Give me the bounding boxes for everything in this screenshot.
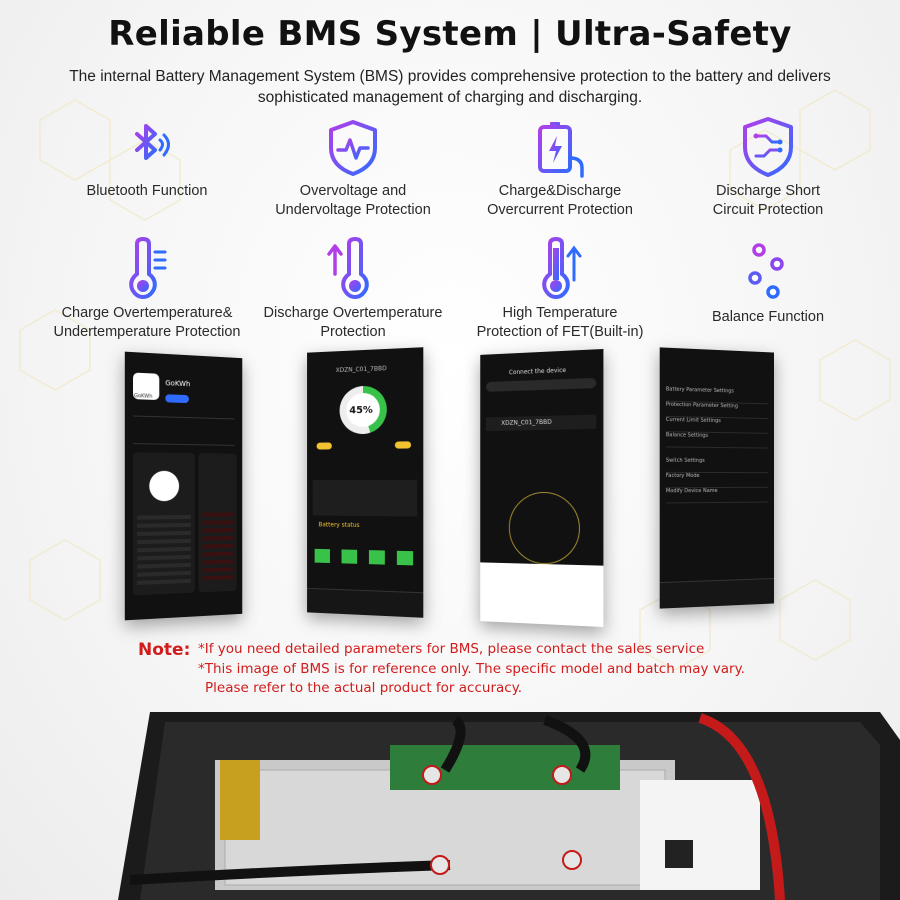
settings-item[interactable]: Switch Settings — [665, 457, 769, 474]
screen-blank-area — [480, 562, 604, 628]
bms-board-photo — [118, 712, 900, 900]
bluetooth-icon — [135, 124, 170, 160]
feature-fet-temperature-protection: High Temperature Protection of FET(Built… — [455, 236, 665, 342]
page-title: Reliable BMS System | Ultra-Safety — [108, 14, 792, 54]
battery-status-heading: Battery status — [318, 521, 360, 529]
app-name: GoKWh — [165, 379, 191, 389]
note-line-1: *If you need detailed parameters for BMS… — [198, 641, 705, 657]
page-subtitle: The internal Battery Management System (… — [69, 68, 831, 106]
battery-charging-icon — [538, 122, 584, 178]
feature-label: Discharge Overtemperature Protection — [263, 305, 443, 340]
thermometer-up-icon — [327, 236, 369, 300]
discharge-toggle[interactable] — [394, 441, 412, 449]
sliders-icon — [741, 243, 795, 299]
device-search-input[interactable] — [485, 377, 597, 392]
feature-label: Balance Function — [711, 309, 825, 325]
device-list-item[interactable]: XDZN_C01_7BBD — [485, 414, 597, 432]
note-line-3: Please refer to the actual product for a… — [205, 680, 523, 696]
connect-title: Connect the device — [508, 366, 567, 377]
settings-item[interactable]: Factory Mode — [665, 472, 769, 489]
feature-label: High Temperature Protection of FET(Built… — [476, 305, 644, 340]
phone-connect-device: Connect the device XDZN_C01_7BBD — [480, 348, 604, 628]
cell-bar — [368, 550, 385, 565]
thermometer-high-icon — [542, 236, 582, 300]
phone-settings: Battery Parameter Settings Protection Pa… — [659, 347, 774, 609]
feature-balance: Balance Function — [663, 240, 873, 327]
feature-label: Overvoltage and Undervoltage Protection — [275, 183, 431, 218]
stats-grid — [312, 479, 418, 517]
bottom-tab-bar[interactable] — [659, 577, 774, 609]
dashboard-device-name: XDZN_C01_7BBD — [335, 365, 387, 375]
settings-item[interactable]: Modify Device Name — [665, 487, 769, 504]
feature-overcurrent-protection: Charge&Discharge Overcurrent Protection — [455, 118, 665, 220]
feature-discharge-temperature-protection: Discharge Overtemperature Protection — [248, 236, 458, 342]
note-line-2: *This image of BMS is for reference only… — [198, 661, 745, 677]
feature-label: Bluetooth Function — [86, 183, 208, 199]
feature-label: Charge&Discharge Overcurrent Protection — [487, 183, 633, 218]
cell-bar — [314, 548, 330, 564]
preview-screenshot-1 — [133, 452, 195, 596]
circuit-shield-icon — [743, 117, 793, 177]
settings-item[interactable]: Balance Settings — [665, 432, 769, 449]
phone-dashboard: XDZN_C01_7BBD 45% Battery status — [307, 347, 424, 618]
bluetooth-scan-ring — [508, 491, 580, 566]
cell-bar — [396, 550, 414, 566]
settings-item[interactable]: Current Limit Settings — [665, 416, 769, 434]
app-logo-label: GoKWh — [134, 393, 153, 400]
feature-label: Charge Overtemperature& Undertemperature… — [53, 305, 241, 340]
feature-voltage-protection: Overvoltage and Undervoltage Protection — [248, 118, 458, 220]
app-ratings-row — [133, 415, 235, 446]
shield-pulse-icon — [329, 120, 377, 176]
feature-charge-temperature-protection: Charge Overtemperature& Undertemperature… — [42, 236, 252, 342]
preview-screenshot-2 — [198, 453, 237, 593]
cell-bar — [341, 549, 358, 564]
settings-list: Battery Parameter Settings Protection Pa… — [665, 386, 769, 504]
get-button[interactable] — [165, 394, 189, 404]
charge-toggle[interactable] — [316, 442, 332, 450]
soc-percent: 45% — [349, 404, 373, 417]
thermometer-icon — [129, 236, 167, 300]
feature-label: Discharge Short Circuit Protection — [712, 183, 824, 218]
note-label: Note: — [138, 640, 191, 660]
phone-app-store: GoKWh GoKWh — [124, 351, 243, 621]
feature-short-circuit-protection: Discharge Short Circuit Protection — [663, 116, 873, 220]
feature-bluetooth: Bluetooth Function — [42, 120, 252, 201]
